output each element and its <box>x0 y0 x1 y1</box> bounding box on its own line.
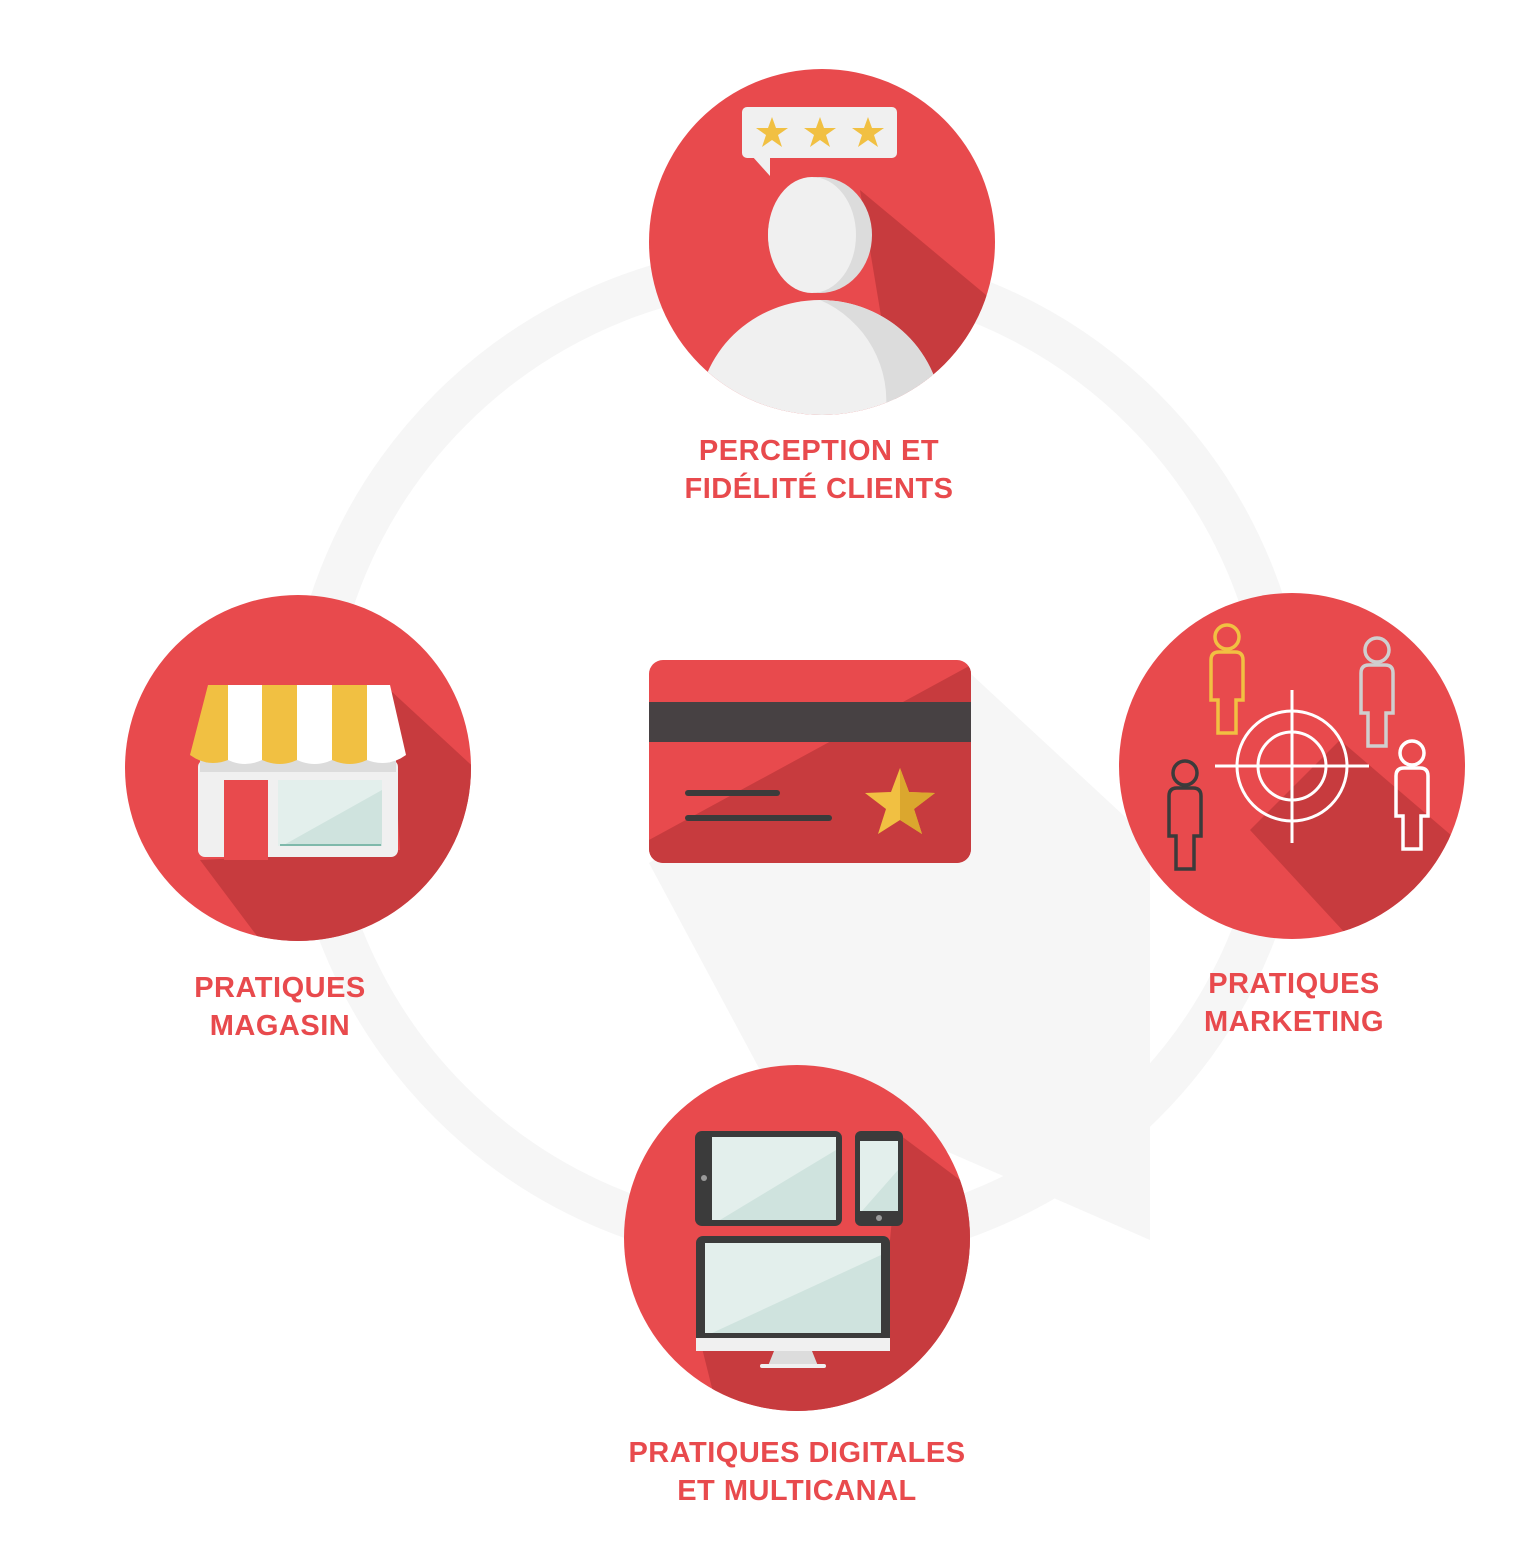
target-audience-icon <box>1119 593 1465 939</box>
label-line: PRATIQUES <box>194 972 366 1004</box>
label-line: FIDÉLITÉ CLIENTS <box>684 473 954 505</box>
label-line: PRATIQUES DIGITALES <box>628 1437 966 1469</box>
crosshair-icon <box>1215 690 1369 843</box>
store-door <box>224 780 268 860</box>
storefront-icon <box>125 595 471 941</box>
monitor-stand <box>768 1351 818 1366</box>
label-line: MARKETING <box>1203 1006 1385 1038</box>
label-digital: PRATIQUES DIGITALES ET MULTICANAL <box>547 1434 1047 1510</box>
star-icon <box>756 117 884 147</box>
label-line: PERCEPTION ET <box>698 435 940 467</box>
label-line: ET MULTICANAL <box>677 1475 917 1507</box>
avatar-head-front <box>768 177 856 293</box>
devices-icon <box>624 1065 970 1411</box>
label-marketing: PRATIQUES MARKETING <box>1144 965 1444 1041</box>
loyalty-card-icon <box>649 660 971 863</box>
avatar-body-shade <box>820 300 942 415</box>
label-customers: PERCEPTION ET FIDÉLITÉ CLIENTS <box>619 432 1019 508</box>
label-store: PRATIQUES MAGASIN <box>130 969 430 1045</box>
person-icon <box>1167 623 1430 871</box>
store-window-glare <box>282 790 382 846</box>
label-line: PRATIQUES <box>1208 968 1380 1000</box>
rating-bubble-tail <box>752 156 770 176</box>
awning <box>190 685 406 764</box>
card-magnetic-stripe <box>649 702 971 742</box>
label-line: MAGASIN <box>209 1010 351 1042</box>
